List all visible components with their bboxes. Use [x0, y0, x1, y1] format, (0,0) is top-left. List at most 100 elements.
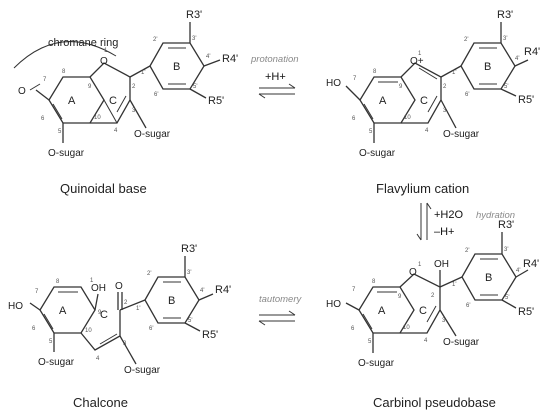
locant-number: 5: [368, 339, 372, 345]
locant-number: 3': [503, 36, 507, 42]
flavylium-cation-caption: Flavylium cation: [376, 181, 469, 196]
locant-number: 10: [85, 328, 92, 334]
tautomery-label: tautomery: [259, 294, 302, 305]
locant-number: 2: [443, 84, 447, 90]
quinoidal-base-structure: chromane ring O O R3' R4' R5' O-sugar O-…: [13, 9, 238, 159]
r4-substituent: R4': [524, 46, 540, 58]
carbonyl-oxygen: O: [18, 86, 26, 97]
locant-number: 5: [58, 129, 62, 135]
locant-number: 6: [351, 326, 355, 332]
locant-number: 7: [35, 289, 39, 295]
locant-number: 6': [154, 92, 158, 98]
locant-number: 9: [398, 294, 402, 300]
protonation-equilibrium: protonation +H+: [250, 54, 299, 99]
hydration-equilibrium: +H2O –H+ hydration: [416, 202, 515, 241]
locant-number: 6: [352, 116, 356, 122]
locant-number: 3: [442, 318, 446, 324]
locant-number: 3': [187, 270, 191, 276]
chromane-ring-arc: [13, 41, 117, 69]
locant-number: 1': [452, 282, 456, 288]
ring-a-label: A: [379, 95, 387, 107]
o-sugar-5: O-sugar: [358, 358, 395, 369]
locant-number: 4: [96, 356, 100, 362]
o-sugar-3: O-sugar: [134, 129, 171, 140]
locant-number: 3': [192, 36, 196, 42]
ring-a-label: A: [68, 95, 76, 107]
locant-number: 7: [353, 76, 357, 82]
locant-number: 2': [153, 37, 157, 43]
ring-c-label: C: [109, 95, 117, 107]
locant-number: 4': [200, 288, 204, 294]
locant-number: 1': [136, 306, 140, 312]
chalcone-structure: HO OH O R3' R4' R5' O-sugar O-sugar A C …: [8, 243, 231, 376]
r5-substituent: R5': [202, 329, 218, 341]
locant-number: 6': [149, 326, 153, 332]
carbonyl-oxygen: O: [115, 281, 123, 292]
locant-number: 4: [114, 128, 118, 134]
hydration-label: hydration: [476, 210, 515, 221]
r4-substituent: R4': [215, 284, 231, 296]
ring-c-label: C: [420, 95, 428, 107]
locant-number: 5: [369, 129, 373, 135]
locant-number: 1': [141, 70, 145, 76]
locant-number: 6': [465, 92, 469, 98]
locant-number: 3: [123, 341, 127, 347]
locant-number: 8: [56, 279, 60, 285]
ring-a: [39, 286, 96, 334]
ring-a-label: A: [59, 305, 67, 317]
o-sugar-5: O-sugar: [359, 148, 396, 159]
protonation-label: protonation: [250, 54, 299, 65]
protonation-reagent: +H+: [265, 71, 286, 83]
o-sugar-3: O-sugar: [443, 337, 480, 348]
locant-number: 2: [124, 300, 128, 306]
chalcone-caption: Chalcone: [73, 395, 128, 410]
locant-number: 1': [452, 70, 456, 76]
o-sugar-5: O-sugar: [38, 357, 75, 368]
r3-substituent: R3': [498, 219, 514, 231]
locant-number: 4': [515, 56, 519, 62]
flavylium-cation-structure: HO O+ R3' R4' R5' O-sugar O-sugar A C B …: [326, 9, 540, 159]
locant-number: 8: [372, 279, 376, 285]
oh-group: OH: [434, 259, 449, 270]
equilibrium-arrow-icon: [258, 310, 296, 326]
locant-number: 6': [466, 303, 470, 309]
locant-number: 9: [399, 84, 403, 90]
hydration-reagent-proton: –H+: [434, 226, 455, 238]
ring-oxygen: O: [409, 267, 417, 278]
locant-number: 3: [443, 108, 447, 114]
ring-a-label: A: [378, 305, 386, 317]
r4-substituent: R4': [523, 258, 539, 270]
ring-b-label: B: [173, 61, 180, 73]
locant-number: 7: [43, 77, 47, 83]
ring-c-label: C: [100, 309, 108, 321]
locant-number: 4: [424, 338, 428, 344]
ho-group: HO: [8, 301, 23, 312]
r5-substituent: R5': [518, 306, 534, 318]
r3-substituent: R3': [186, 9, 202, 21]
locant-number: 5: [49, 339, 53, 345]
locant-number: 3': [504, 247, 508, 253]
locant-number: 10: [404, 115, 411, 121]
o-sugar-3: O-sugar: [124, 365, 161, 376]
ring-oxygen: O: [100, 56, 108, 67]
locant-number: 6: [41, 116, 45, 122]
locant-number: 2': [464, 37, 468, 43]
locant-number: 7: [352, 287, 356, 293]
locant-number: 1: [104, 48, 108, 54]
locant-number: 1: [90, 278, 94, 284]
ring-b-label: B: [485, 272, 492, 284]
tautomery-equilibrium: tautomery: [258, 294, 302, 326]
r5-substituent: R5': [518, 94, 534, 106]
locant-number: 9: [98, 310, 102, 316]
locant-number: 10: [403, 325, 410, 331]
carbinol-pseudobase-caption: Carbinol pseudobase: [373, 395, 496, 410]
equilibrium-arrow-icon: [416, 202, 432, 241]
r3-substituent: R3': [497, 9, 513, 21]
locant-number: 5': [188, 318, 192, 324]
locant-number: 3: [132, 108, 136, 114]
locant-number: 4: [425, 128, 429, 134]
r4-substituent: R4': [222, 53, 238, 65]
locant-number: 2': [147, 271, 151, 277]
o-sugar-5: O-sugar: [48, 148, 85, 159]
